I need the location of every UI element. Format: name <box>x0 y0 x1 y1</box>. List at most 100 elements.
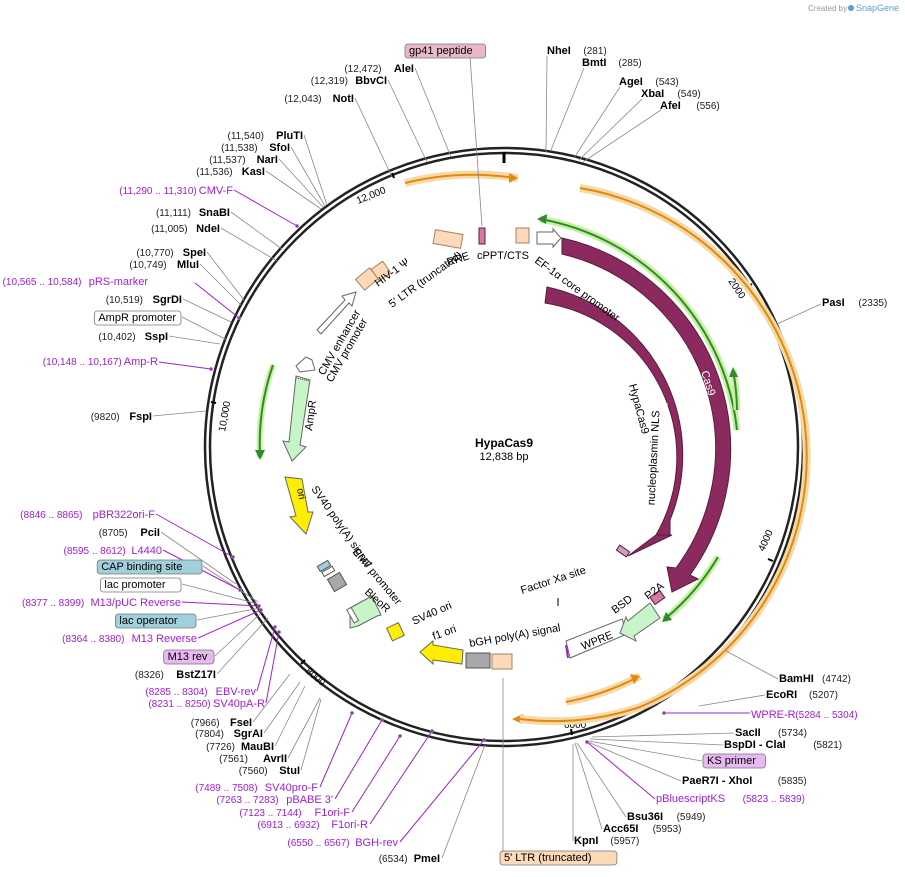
site-label-afe[interactable]: AfeI(556) <box>660 100 720 112</box>
bgh-label: bGH poly(A) signal <box>468 622 561 650</box>
cmv-promoter-arrow[interactable] <box>295 356 316 373</box>
enzyme-name: AfeI <box>660 100 681 112</box>
site-label-fsp[interactable]: (9820)FspI <box>91 411 152 423</box>
site-label-sgra[interactable]: (7804)SgrAI <box>195 728 263 740</box>
site-label-ebv[interactable]: (8285 .. 8304)EBV-rev <box>145 686 256 698</box>
site-label-pbabe[interactable]: (7263 .. 7283)pBABE 3' <box>216 794 333 806</box>
site-label-avr[interactable]: (7561)AvrII <box>219 753 287 765</box>
site-label-bspd[interactable]: BspDI - ClaI(5821) <box>724 739 842 751</box>
site-label-cap[interactable]: CAP binding site <box>96 559 203 575</box>
primer-name: M13/pUC Reverse <box>91 597 181 609</box>
green-arc-top <box>539 218 738 431</box>
enzyme-position: (7560) <box>239 766 268 777</box>
site-label-bghrev[interactable]: (6550 .. 6567)BGH-rev <box>287 837 398 849</box>
site-label-pbks[interactable]: pBluescriptKS(5823 .. 5839) <box>656 793 805 805</box>
site-label-kas[interactable]: (11,536)KasI <box>196 166 265 178</box>
site-label-f1f[interactable]: (7123 .. 7144)F1ori-F <box>239 807 350 819</box>
site-label-bbv[interactable]: (12,319)BbvCI <box>311 75 387 87</box>
cmv-enhancer-arrow[interactable] <box>316 291 357 335</box>
site-label-age[interactable]: AgeI(543) <box>619 76 679 88</box>
bsd-arrow[interactable] <box>619 602 661 643</box>
outer-orange-arcs <box>404 170 811 726</box>
site-label-pbr[interactable]: (8846 .. 8865)pBR322ori-F <box>20 509 155 521</box>
site-label-ssp[interactable]: (10,402)SspI <box>98 331 168 343</box>
site-label-m13r[interactable]: (8364 .. 8380)M13 Reverse <box>62 633 197 645</box>
f1ori-arrow[interactable] <box>419 639 464 666</box>
site-label-ltrbox[interactable]: 5' LTR (truncated) <box>499 850 618 866</box>
site-label-cmvf[interactable]: (11,290 .. 11,310)CMV-F <box>119 185 233 197</box>
cppt-box[interactable] <box>515 227 530 244</box>
site-label-sv40par[interactable]: (8231 .. 8250)SV40pA-R <box>148 698 265 710</box>
site-label-pme[interactable]: (6534)PmeI <box>379 853 440 865</box>
site-label-kpn[interactable]: KpnI(5957) <box>574 835 639 847</box>
em7-box[interactable] <box>346 606 360 624</box>
site-label-stu[interactable]: (7560)StuI <box>239 765 300 777</box>
site-label-not[interactable]: (12,043)NotI <box>284 93 354 105</box>
site-label-sgrd[interactable]: (10,519)SgrDI <box>106 294 182 306</box>
enzyme-name: PmeI <box>414 853 440 865</box>
site-label-sac2[interactable]: SacII(5734) <box>735 727 807 739</box>
enzyme-position: (7561) <box>219 754 248 765</box>
site-label-nar[interactable]: (11,537)NarI <box>209 154 278 166</box>
p2a-box[interactable] <box>649 589 666 606</box>
site-label-lacpro[interactable]: lac promoter <box>100 577 182 593</box>
site-label-spe[interactable]: (10,770)SpeI <box>136 247 206 259</box>
ampr-arrow[interactable] <box>282 375 311 462</box>
enzyme-name: FspI <box>129 411 152 423</box>
ori-arrow[interactable] <box>284 476 314 535</box>
cap-site-box[interactable] <box>316 559 332 573</box>
site-label-pae[interactable]: PaeR7I - XhoI(5835) <box>682 775 807 787</box>
site-label-m13rev[interactable]: M13 rev <box>163 649 215 665</box>
site-label-acc[interactable]: Acc65I(5953) <box>603 823 682 835</box>
rre-box[interactable] <box>432 229 464 249</box>
hiv1-box[interactable] <box>370 260 392 282</box>
site-label-prs[interactable]: (10,565 .. 10,584)pRS-marker <box>3 276 149 288</box>
ef1a-arrow[interactable] <box>536 227 562 249</box>
green-arc-left <box>258 364 274 456</box>
site-label-f1r[interactable]: (6913 .. 6932)F1ori-R <box>257 819 368 831</box>
enzyme-position: (4742) <box>822 674 851 685</box>
site-label-bst[interactable]: (8326)BstZ17I <box>135 669 216 681</box>
hypacas9-sep <box>652 401 669 405</box>
primer-position: (8364 .. 8380) <box>62 634 124 645</box>
site-label-bsu[interactable]: Bsu36I(5949) <box>627 811 706 823</box>
site-label-xba[interactable]: XbaI(549) <box>641 88 701 100</box>
nls-box[interactable] <box>615 544 631 558</box>
site-label-m13puc[interactable]: (8377 .. 8399)M13/pUC Reverse <box>22 597 181 609</box>
leader-spe <box>206 251 245 301</box>
sv40ori-box[interactable] <box>385 622 405 642</box>
site-label-nde[interactable]: (11,005)NdeI <box>151 223 220 235</box>
site-label-gp41[interactable]: gp41 peptide <box>404 43 486 59</box>
site-label-bam[interactable]: BamHI(4742) <box>779 673 851 685</box>
site-label-amprpro[interactable]: AmpR promoter <box>93 310 182 326</box>
site-label-eco[interactable]: EcoRI(5207) <box>766 689 838 701</box>
leader-pae <box>587 741 682 782</box>
cas9-arrow[interactable] <box>561 237 732 593</box>
site-label-sv40pro[interactable]: (7489 .. 7508)SV40pro-F <box>195 782 318 794</box>
gp41-box[interactable] <box>478 227 486 245</box>
site-label-wprer[interactable]: WPRE-R(5284 .. 5304) <box>751 709 858 721</box>
site-label-plu[interactable]: (11,540)PluTI <box>227 130 303 142</box>
leader-bmt <box>550 67 585 151</box>
bgh-box[interactable] <box>465 652 491 669</box>
site-label-mau[interactable]: (7726)MauBI <box>206 741 274 753</box>
ltr-box-bottom[interactable] <box>491 653 513 670</box>
site-label-sfo[interactable]: (11,538)SfoI <box>221 142 290 154</box>
lac-promoter-box[interactable] <box>321 565 336 578</box>
enzyme-position: (10,519) <box>106 295 143 306</box>
site-label-nhe[interactable]: NheI(281) <box>547 45 607 57</box>
site-label-mlu[interactable]: (10,749)MluI <box>129 259 199 271</box>
site-label-pci[interactable]: (8705)PciI <box>99 527 160 539</box>
site-label-lacop[interactable]: lac operator <box>115 613 197 629</box>
site-label-fse[interactable]: (7966)FseI <box>191 717 252 729</box>
site-label-ampR_p[interactable]: (10,148 .. 10,167)Amp-R <box>43 356 158 368</box>
site-label-pas[interactable]: PasI(2335) <box>822 297 887 309</box>
sv40pa-box[interactable] <box>326 571 348 593</box>
site-label-ks[interactable]: KS primer <box>702 753 766 769</box>
leader-not <box>354 97 393 178</box>
site-label-l4440[interactable]: (8595 .. 8612)L4440 <box>63 545 162 557</box>
site-label-snab[interactable]: (11,111)SnaBI <box>156 207 230 219</box>
site-label-bmt[interactable]: BmtI(285) <box>582 57 642 69</box>
enzyme-name: FseI <box>230 717 252 729</box>
site-label-ale[interactable]: (12,472)AleI <box>344 63 414 75</box>
